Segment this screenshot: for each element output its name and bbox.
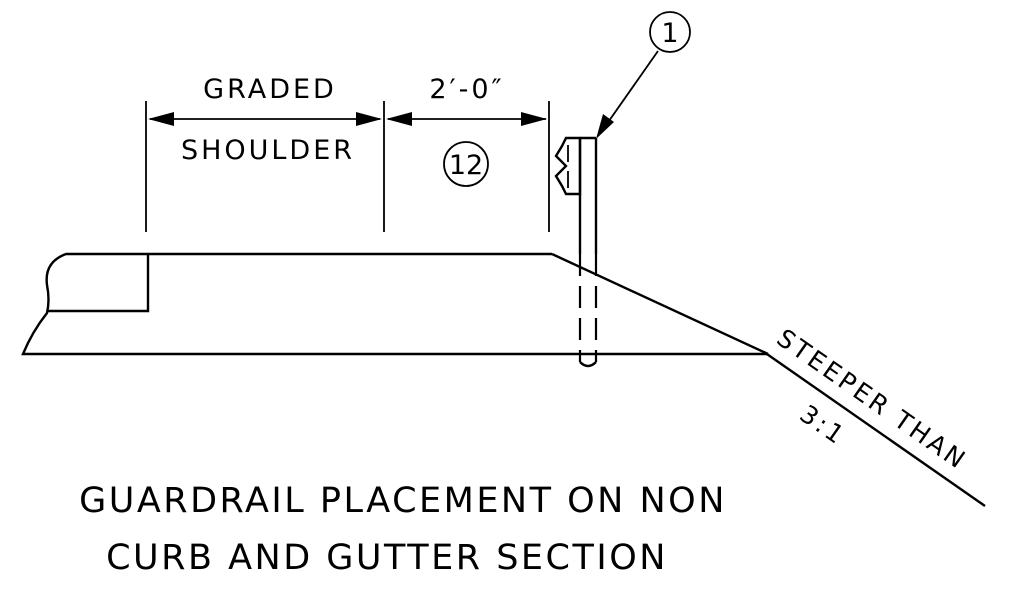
callout-12-circle xyxy=(443,141,489,187)
label-shoulder: SHOULDER xyxy=(181,135,355,166)
pavement-section xyxy=(21,252,768,356)
pavement-edge-joint xyxy=(47,254,150,313)
callout-1: 1 xyxy=(596,11,691,139)
arrow-offset-right xyxy=(521,112,547,126)
guardrail-post-bottom xyxy=(579,361,597,368)
callout-1-circle xyxy=(649,11,691,53)
slope-steep-line xyxy=(763,351,986,507)
guardrail-post xyxy=(578,136,598,254)
label-steeper-than: STEEPER THAN xyxy=(772,323,973,475)
arrow-offset-left xyxy=(386,112,412,126)
guardrail-post-embedded xyxy=(578,254,598,362)
callout-12: 12 xyxy=(443,141,489,187)
slope-top-line xyxy=(551,252,769,356)
callout-1-number: 1 xyxy=(661,18,678,49)
arrow-shoulder-right xyxy=(356,112,382,126)
embankment-slope xyxy=(551,252,986,507)
callout-1-leader xyxy=(603,50,659,129)
title-line-1: GUARDRAIL PLACEMENT ON NON xyxy=(79,481,727,521)
w-beam-rail xyxy=(554,136,582,196)
callout-12-number: 12 xyxy=(449,150,483,181)
guardrail xyxy=(554,136,598,368)
arrow-shoulder-left xyxy=(148,112,174,126)
pavement-outline xyxy=(21,252,768,356)
callout-1-arrow xyxy=(596,114,614,139)
extension-lines xyxy=(145,101,550,232)
dimension-lines xyxy=(148,112,547,126)
label-graded: GRADED xyxy=(203,74,337,105)
slope-label-group: STEEPER THAN xyxy=(772,323,973,475)
title-line-2: CURB AND GUTTER SECTION xyxy=(106,538,668,578)
label-offset-dimension: 2′-0″ xyxy=(429,74,504,105)
